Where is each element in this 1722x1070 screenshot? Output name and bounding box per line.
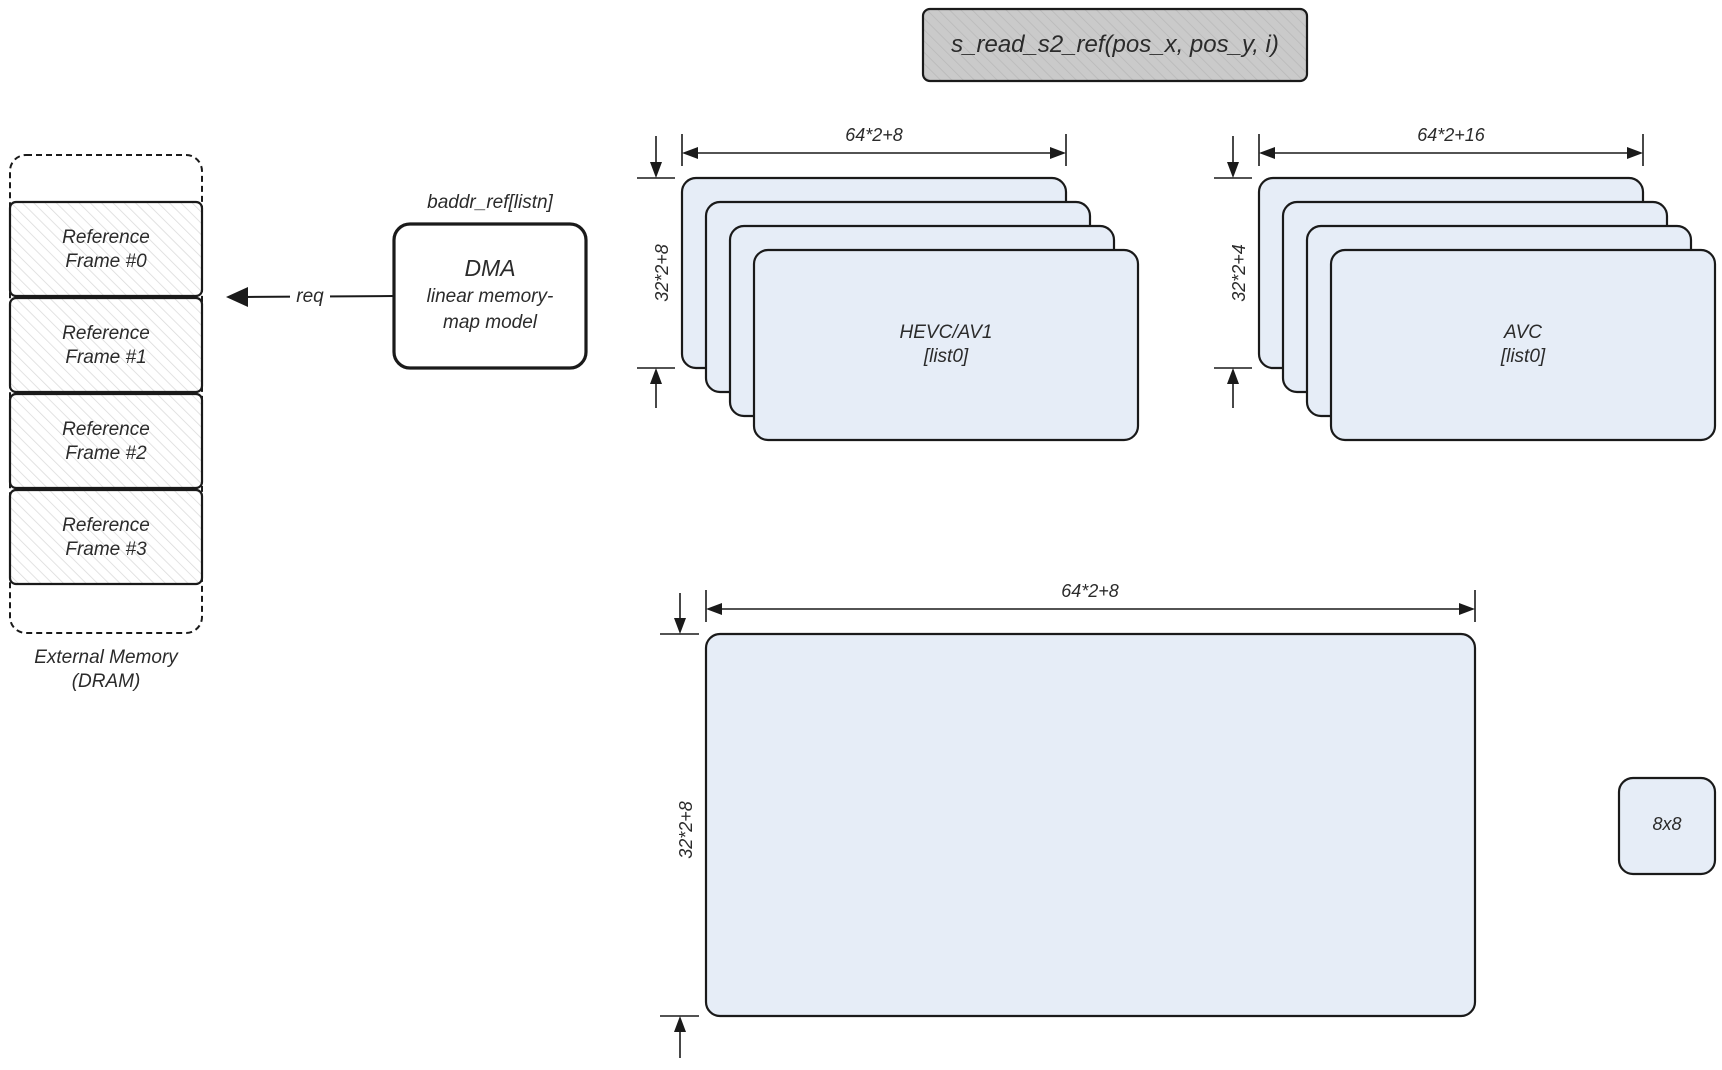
small-block-label: 8x8 [1652,814,1681,834]
function-call-box: s_read_s2_ref(pos_x, pos_y, i) [921,7,1309,83]
reference-frame-0: Reference Frame #0 [8,200,204,298]
avc-label-line2: [list0] [1500,346,1546,367]
avc-label-line1: AVC [1503,322,1542,343]
big-block-width-dimension: 64*2+8 [705,581,1476,622]
big-block-height-dimension: 32*2+8 [660,593,699,1058]
frame-label-line2: Frame #2 [65,443,147,464]
big-block: 64*2+8 32*2+8 [660,581,1477,1058]
dma-address-label: baddr_ref[listn] [427,192,553,213]
dma-subtitle-line2: map model [443,312,538,333]
function-call-label: s_read_s2_ref(pos_x, pos_y, i) [951,31,1279,58]
frame-label-line1: Reference [62,227,150,248]
avc-height-label: 32*2+4 [1229,244,1249,302]
dma-title: DMA [464,255,515,281]
frame-label-line2: Frame #3 [65,539,147,560]
avc-height-dimension: 32*2+4 [1214,136,1252,408]
hevc-label-line1: HEVC/AV1 [900,322,993,343]
dma-subtitle-line1: linear memory- [427,286,554,307]
hevc-width-label: 64*2+8 [845,125,903,145]
big-block-height-label: 32*2+8 [676,801,696,859]
reference-frame-1: Reference Frame #1 [8,296,204,394]
external-memory: Reference Frame #0 Reference Frame #1 Re… [8,154,204,692]
avc-stack: AVC [list0] 64*2+16 32*2+4 [1214,125,1717,442]
big-block-width-label: 64*2+8 [1061,581,1119,601]
frame-label-line2: Frame #0 [65,251,147,272]
hevc-label-line2: [list0] [923,346,969,367]
hevc-height-label: 32*2+8 [652,244,672,302]
hevc-height-dimension: 32*2+8 [637,136,675,408]
frame-label-line1: Reference [62,515,150,536]
request-label: req [296,286,324,307]
dma-block: baddr_ref[listn] DMA linear memory- map … [392,192,588,370]
hevc-width-dimension: 64*2+8 [681,125,1067,166]
avc-width-label: 64*2+16 [1417,125,1486,145]
reference-frame-2: Reference Frame #2 [8,392,204,490]
avc-width-dimension: 64*2+16 [1258,125,1644,166]
frame-label-line2: Frame #1 [65,347,146,368]
small-block-8x8: 8x8 [1617,776,1717,876]
request-arrow: req [226,284,395,308]
frame-label-line1: Reference [62,419,150,440]
frame-label-line1: Reference [62,323,150,344]
hevc-av1-stack: HEVC/AV1 [list0] 64*2+8 32*2+8 [637,125,1140,442]
external-memory-outline [9,154,203,634]
external-memory-caption-line1: External Memory [34,647,179,668]
reference-frame-3: Reference Frame #3 [8,488,204,586]
arrow-left-icon [226,287,248,307]
external-memory-caption-line2: (DRAM) [72,671,141,692]
